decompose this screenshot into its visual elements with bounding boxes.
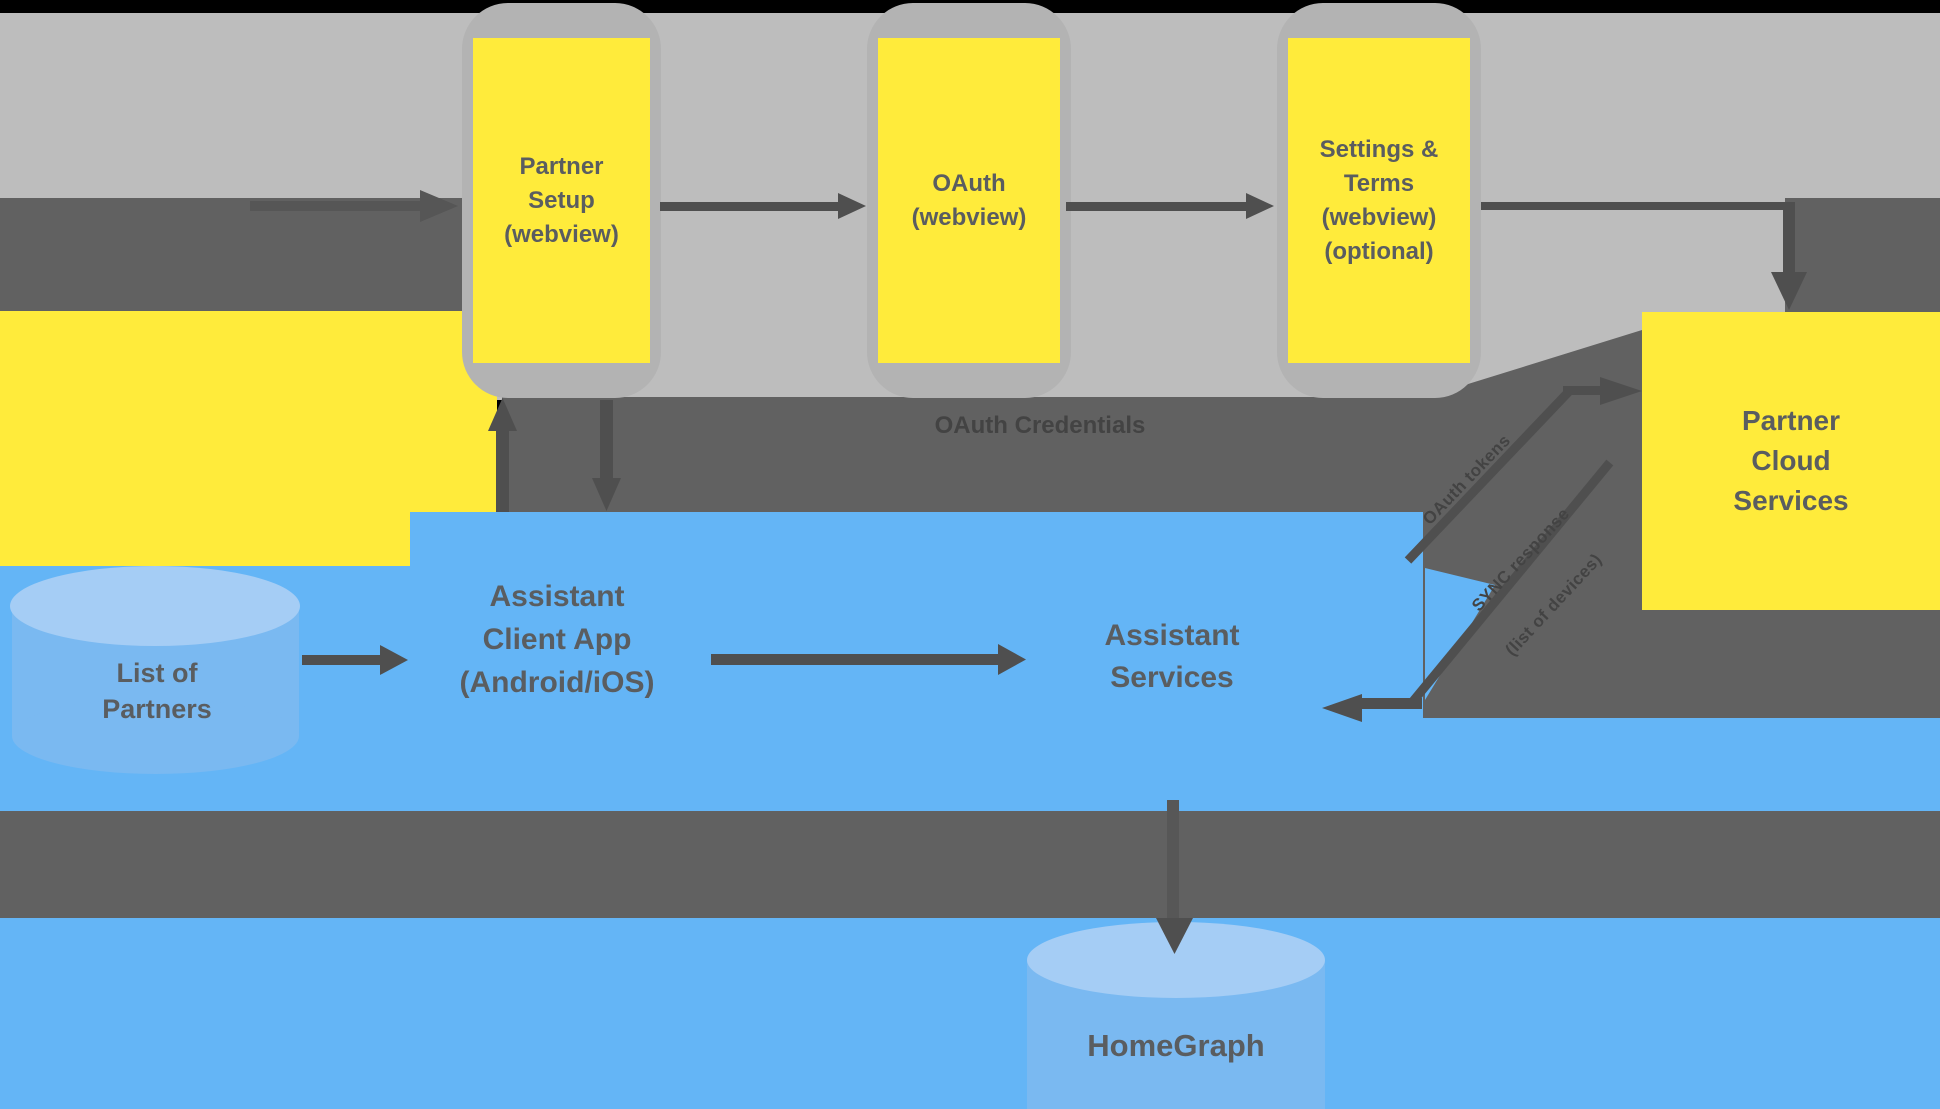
arrow-services-to-homegraph <box>1167 800 1179 920</box>
arrow-into-partner-setup <box>250 201 420 211</box>
arrow-app-to-setup <box>496 428 509 512</box>
arrow-setup-to-oauth <box>660 202 838 211</box>
arrow-services-to-cloud-stub <box>1563 386 1608 395</box>
blue-band-bottom <box>0 918 1940 1109</box>
settings-terms-label: Settings & Terms (webview) (optional) <box>1319 135 1439 265</box>
line-settings-to-cloud <box>1481 202 1783 210</box>
line-settings-to-cloud-vertical <box>1783 202 1795 272</box>
blue-strip-right <box>1423 718 1940 811</box>
arrow-flow-to-app <box>600 400 613 480</box>
oauth-credentials-label: OAuth Credentials <box>934 412 1146 439</box>
list-of-partners-cylinder-bottom <box>12 698 299 774</box>
partner-cloud-services-box: Partner Cloud Services <box>1642 312 1940 610</box>
arrow-cloud-to-services-stub <box>1360 698 1422 709</box>
partner-setup-label: Partner Setup (webview) <box>504 152 619 248</box>
list-of-partners-label: List of Partners <box>102 658 212 724</box>
arrow-partners-to-app <box>302 655 382 665</box>
partner-cloud-services-label: Partner Cloud Services <box>1733 405 1849 516</box>
dark-band-left <box>0 198 462 311</box>
settings-terms-screen: Settings & Terms (webview) (optional) <box>1288 38 1470 363</box>
dark-band-middle <box>502 397 1423 512</box>
dark-band-bottom <box>0 811 1940 918</box>
partner-setup-screen: Partner Setup (webview) <box>473 38 650 363</box>
dark-band-right <box>1785 198 1940 312</box>
arrow-app-to-services <box>711 654 1000 665</box>
oauth-screen: OAuth (webview) <box>878 38 1060 363</box>
assistant-client-app-label: Assistant Client App (Android/iOS) <box>459 580 655 699</box>
arrow-oauth-to-settings <box>1066 202 1246 211</box>
assistant-services-label: Assistant Services <box>1104 619 1240 694</box>
list-of-partners-cylinder-top <box>10 566 300 646</box>
homegraph-label: HomeGraph <box>1087 1028 1265 1063</box>
oauth-label: OAuth (webview) <box>911 169 1027 231</box>
